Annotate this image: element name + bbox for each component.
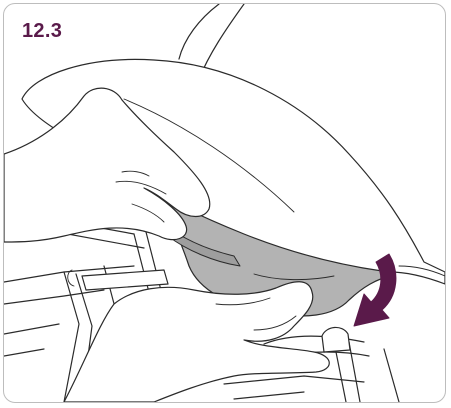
assembly-illustration (4, 4, 445, 402)
step-number: 12.3 (22, 20, 62, 43)
instruction-panel: 12.3 (3, 3, 446, 403)
lower-hand (64, 282, 329, 402)
